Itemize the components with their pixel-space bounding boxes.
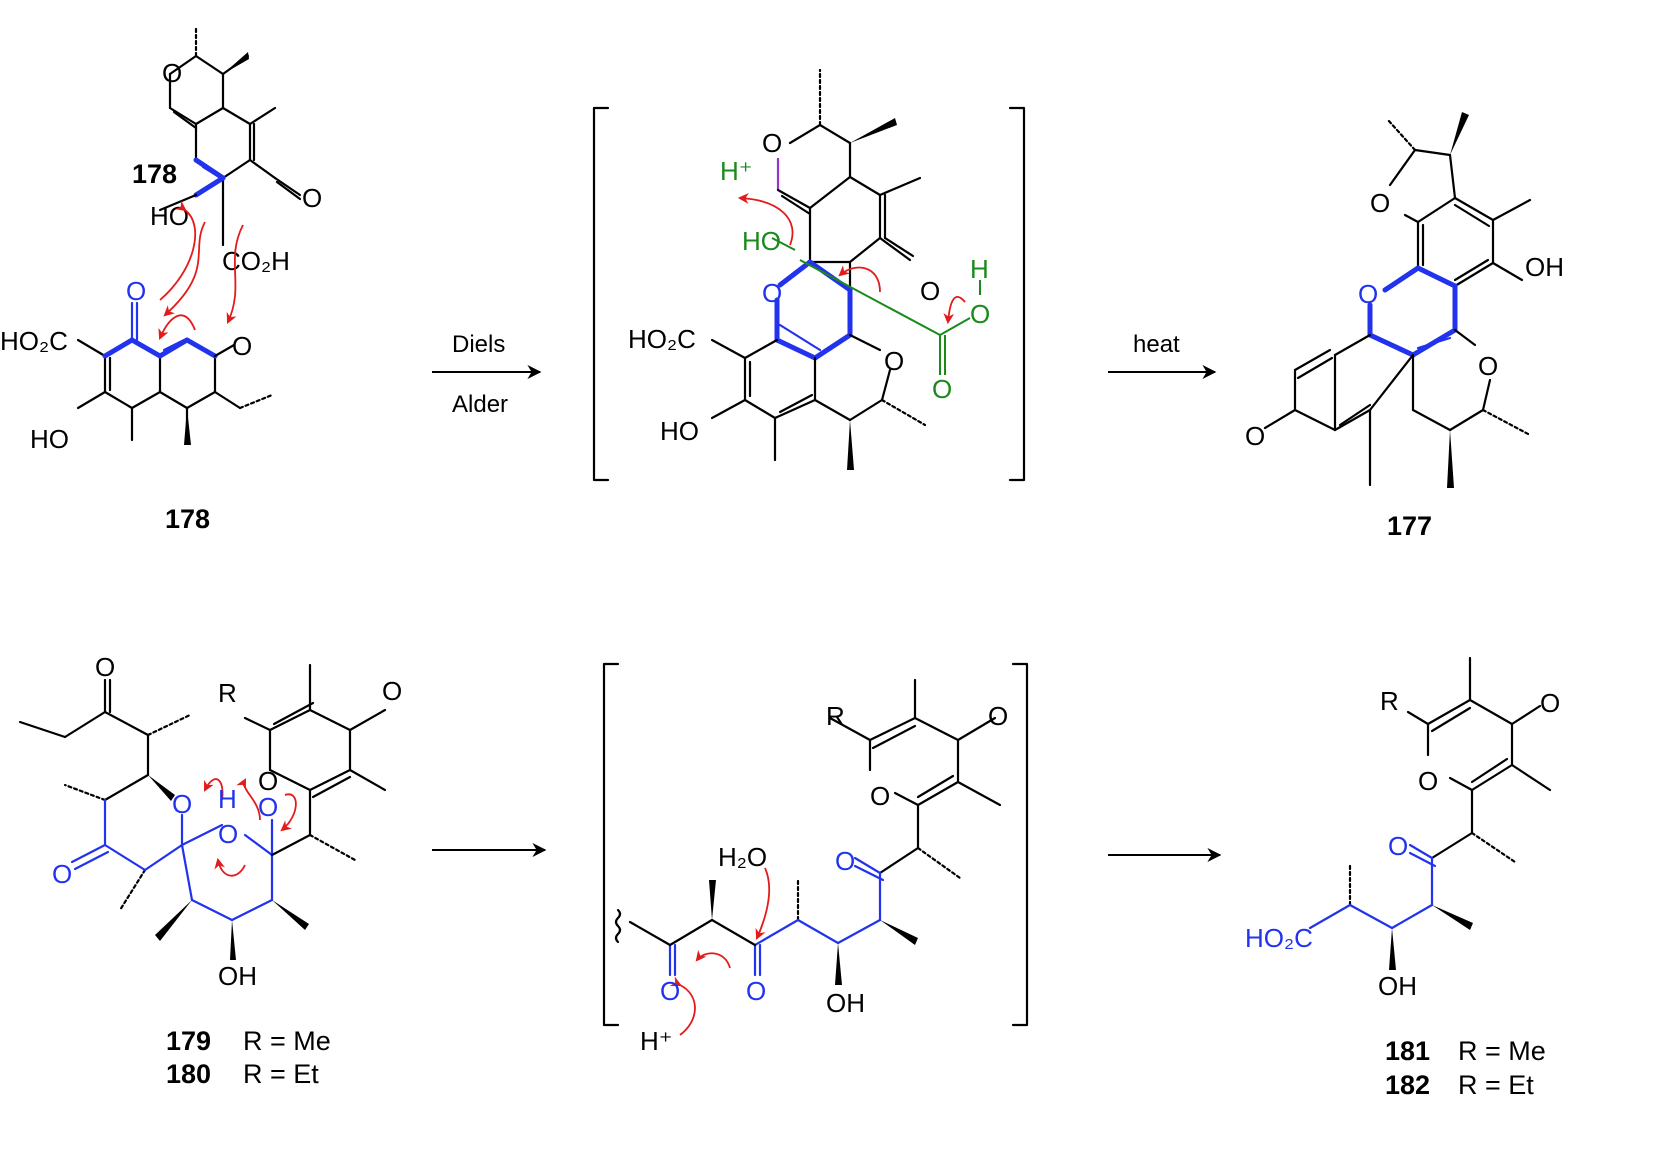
atom-H-plus: H⁺ — [720, 156, 753, 186]
atom-O-blue: O — [126, 276, 146, 306]
bracket-right-bottom — [1011, 662, 1029, 1027]
reactant-179-180 — [18, 663, 387, 960]
condition-alder: Alder — [452, 391, 508, 418]
reactant-178-lower — [76, 301, 274, 445]
atom-CO2H: CO₂H — [222, 246, 290, 276]
atom-O-green: O — [932, 374, 952, 404]
atom-O: O — [1418, 766, 1438, 796]
atom-H2O: H₂O — [718, 842, 767, 872]
atom-HO2C: HO₂C — [628, 324, 696, 354]
condition-diels: Diels — [452, 331, 505, 358]
r-group-label-180: R = Et — [243, 1059, 319, 1089]
compound-label-177: 177 — [1387, 511, 1432, 541]
atom-O-blue: O — [218, 819, 238, 849]
diels-alder-intermediate — [710, 68, 981, 470]
atom-O-blue: O — [52, 859, 72, 889]
bracket-left-bottom — [602, 662, 620, 1027]
product-181-182 — [1308, 656, 1552, 970]
atom-HO2C-blue: HO₂C — [1245, 923, 1313, 953]
atom-O: O — [162, 58, 182, 88]
atom-H-plus: H⁺ — [640, 1026, 673, 1056]
compound-label-181: 181 — [1385, 1036, 1430, 1066]
bracket-left — [592, 106, 610, 482]
atom-H-green: H — [970, 254, 989, 284]
atom-O-blue: O — [172, 789, 192, 819]
atom-O-blue: O — [1358, 279, 1378, 309]
atom-OH: OH — [1525, 252, 1564, 282]
atom-O-blue: O — [258, 792, 278, 822]
atom-OH: OH — [1378, 971, 1417, 1001]
atom-O: O — [884, 346, 904, 376]
atom-HO2C: HO₂C — [0, 326, 68, 356]
atom-O: O — [258, 766, 278, 796]
atom-R: R — [1380, 686, 1399, 716]
atom-HO: HO — [150, 201, 189, 231]
atom-O-blue: O — [762, 278, 782, 308]
atom-O: O — [988, 701, 1008, 731]
atom-O: O — [302, 183, 322, 213]
retro-claisen-intermediate — [614, 678, 1002, 1036]
atom-O-green: O — [970, 299, 990, 329]
bracket-right — [1008, 106, 1026, 482]
atom-O-blue: O — [660, 976, 680, 1006]
compound-label-178-lower: 178 — [165, 504, 210, 534]
curly-arrows-reactant — [158, 200, 244, 340]
atom-OH: OH — [826, 988, 865, 1018]
atom-O: O — [95, 652, 115, 682]
condition-heat: heat — [1133, 331, 1180, 358]
atom-OH: OH — [218, 961, 257, 991]
reactant-178-upper — [158, 26, 302, 247]
atom-H-blue: H — [218, 784, 237, 814]
atom-HO: HO — [660, 416, 699, 446]
atom-R: R — [218, 678, 237, 708]
product-177 — [1263, 112, 1532, 488]
compound-label-178-upper: 178 — [132, 159, 177, 189]
atom-O: O — [870, 781, 890, 811]
r-group-label-181: R = Me — [1458, 1036, 1546, 1066]
atom-O: O — [1478, 351, 1498, 381]
atom-HO-green: HO — [742, 226, 781, 256]
atom-O: O — [920, 276, 940, 306]
r-group-label-182: R = Et — [1458, 1070, 1534, 1100]
atom-R: R — [826, 701, 845, 731]
atom-O: O — [1540, 688, 1560, 718]
atom-O-blue: O — [746, 976, 766, 1006]
atom-O: O — [382, 676, 402, 706]
compound-label-182: 182 — [1385, 1070, 1430, 1100]
atom-HO: HO — [30, 424, 69, 454]
compound-label-179: 179 — [166, 1026, 211, 1056]
r-group-label-179: R = Me — [243, 1026, 331, 1056]
atom-O: O — [762, 128, 782, 158]
compound-label-180: 180 — [166, 1059, 211, 1089]
atom-O-blue: O — [835, 846, 855, 876]
atom-O: O — [1245, 421, 1265, 451]
atom-O-blue: O — [1388, 831, 1408, 861]
atom-O: O — [1370, 188, 1390, 218]
atom-O: O — [232, 331, 252, 361]
